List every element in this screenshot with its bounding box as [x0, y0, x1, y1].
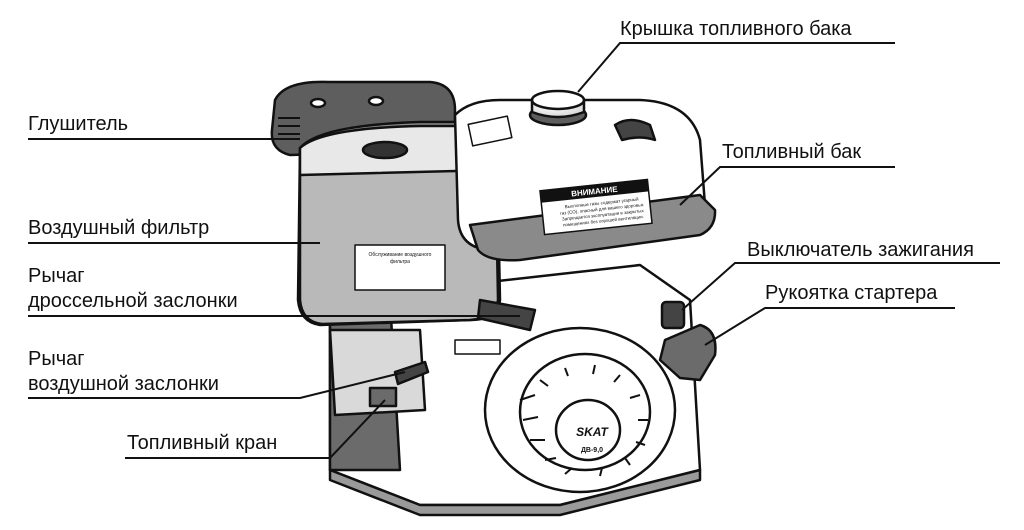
label-fuel-cap: Крышка топливного бака	[620, 18, 852, 40]
label-muffler: Глушитель	[28, 113, 129, 135]
label-choke-line-1: Рычаг	[28, 348, 85, 370]
label-choke-line-2: воздушной заслонки	[28, 373, 219, 395]
choke-lever	[393, 360, 430, 386]
leader-choke	[28, 371, 406, 399]
leader-fuel-valve	[125, 399, 386, 459]
leader-fuel-tank	[679, 166, 895, 206]
leader-lines	[28, 42, 1000, 459]
muffler-vents	[278, 117, 300, 135]
tank-handle	[613, 118, 657, 142]
fuel-cap-top	[530, 89, 586, 111]
brand-logo: SKAT ДВ-9,0	[576, 425, 609, 454]
recoil-hub	[554, 398, 622, 462]
label-air-filter: Воздушный фильтр	[28, 217, 210, 239]
engine-side-decal	[454, 339, 501, 355]
fuel-valve	[368, 386, 398, 408]
label-fuel-tank: Топливный бак	[722, 141, 862, 163]
leader-ignition	[681, 262, 1000, 311]
label-starter-handle: Рукоятка стартера	[765, 282, 938, 304]
label-throttle-line-1: Рычаг	[28, 265, 85, 287]
ignition-switch	[660, 300, 686, 330]
label-fuel-valve: Топливный кран	[127, 432, 278, 454]
starter-handle	[658, 323, 717, 382]
label-ignition-switch: Выключатель зажигания	[747, 239, 974, 261]
air-filter-decal-text: Обслуживание воздушного фильтра	[369, 252, 432, 265]
leader-fuel-cap	[577, 42, 895, 93]
brand-name: SKAT	[576, 425, 609, 439]
engine-body	[270, 80, 717, 517]
filter-decal-line-2: фильтра	[390, 259, 410, 265]
tank-small-decal	[467, 115, 513, 147]
muffler-hole-2	[367, 95, 385, 107]
leader-starter	[704, 307, 955, 346]
carburetor	[328, 328, 427, 417]
label-throttle-line-2: дроссельной заслонки	[28, 290, 238, 312]
filter-decal-line-1: Обслуживание воздушного	[369, 252, 432, 258]
recoil-slots	[519, 364, 648, 477]
model-name: ДВ-9,0	[581, 447, 603, 454]
warning-decal: ВНИМАНИЕ Выхлопные газы содержат угарный…	[539, 178, 653, 236]
muffler-hole-1	[309, 97, 327, 109]
air-filter-decal	[354, 244, 446, 291]
engine-base	[328, 468, 702, 517]
air-filter-wingnut	[361, 140, 409, 160]
